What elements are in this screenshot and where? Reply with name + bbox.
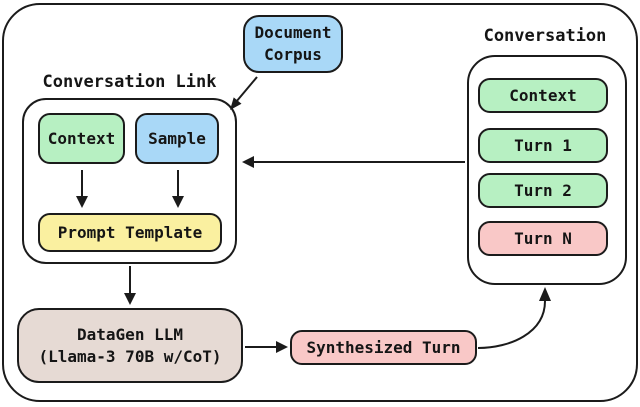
node-context-link: Context <box>38 113 125 164</box>
conversation-link-label: Conversation Link <box>42 72 217 92</box>
node-conv-turn-1: Turn 1 <box>478 128 608 163</box>
node-conv-context: Context <box>478 78 608 113</box>
node-datagen-llm: DataGen LLM (Llama-3 70B w/CoT) <box>17 308 243 383</box>
node-conv-turn-n: Turn N <box>478 221 608 256</box>
node-conv-turn-2: Turn 2 <box>478 173 608 208</box>
node-sample: Sample <box>135 113 219 164</box>
node-prompt-template: Prompt Template <box>38 213 222 252</box>
conversation-label: Conversation <box>483 26 607 46</box>
node-document-corpus: Document Corpus <box>243 15 343 73</box>
node-synthesized-turn: Synthesized Turn <box>290 330 477 365</box>
